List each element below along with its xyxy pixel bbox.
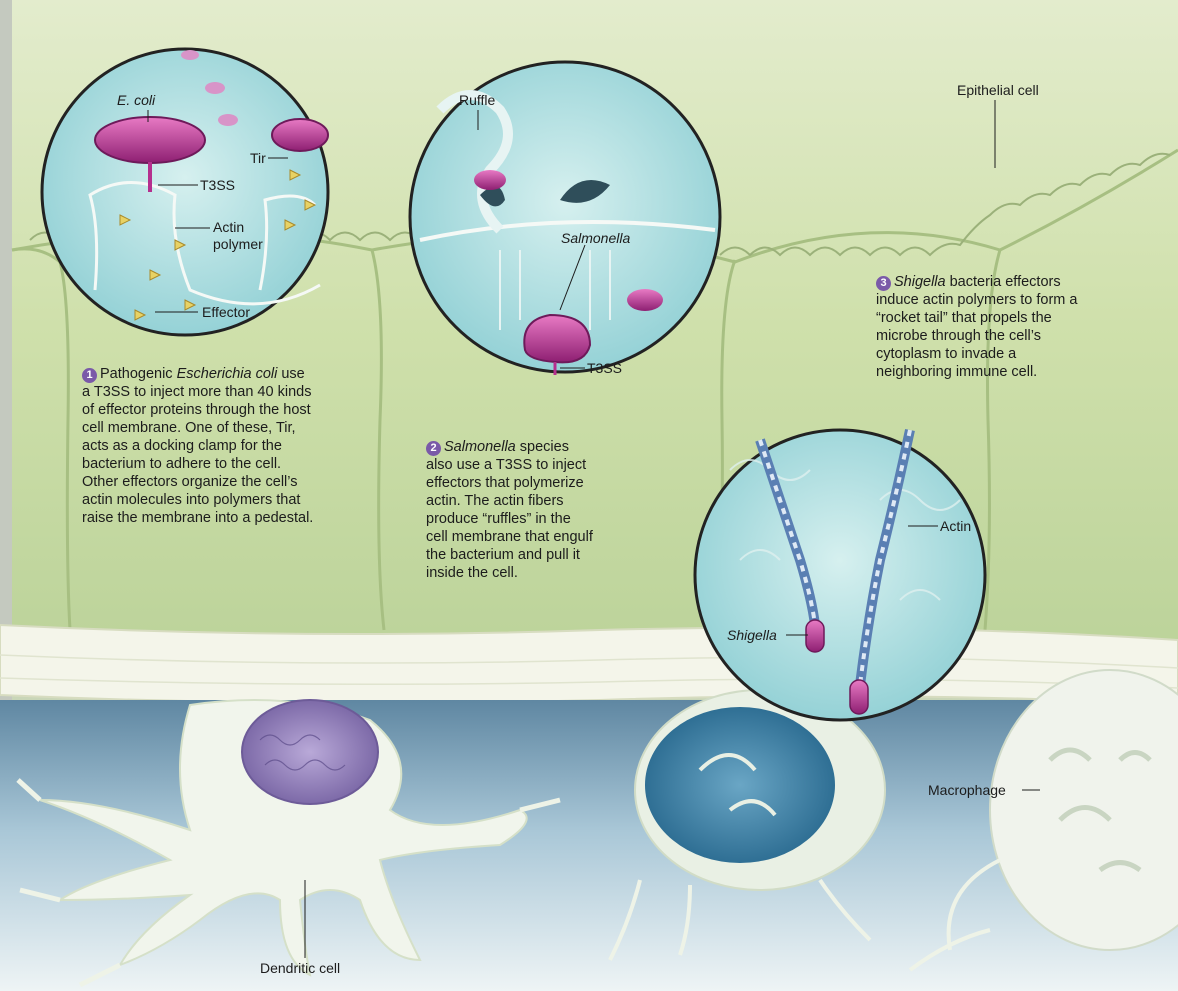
- label-actin: Actin: [940, 518, 971, 535]
- label-shigella: Shigella: [727, 627, 777, 644]
- label-macrophage: Macrophage: [928, 782, 1006, 799]
- step-1-intro: Pathogenic: [100, 366, 177, 382]
- step-2-italic-lead: Salmonella: [444, 439, 516, 455]
- label-salmonella: Salmonella: [561, 230, 630, 247]
- label-actin-polymer-2: polymer: [213, 236, 263, 253]
- label-ecoli: E. coli: [117, 92, 155, 109]
- step-2-body: species also use a T3SS to inject effect…: [426, 439, 593, 581]
- label-ruffle: Ruffle: [459, 92, 495, 109]
- label-t3ss-salmonella: T3SS: [587, 360, 622, 377]
- basement-membrane: [0, 625, 1178, 705]
- step-1-body: use a T3SS to inject more than 40 kinds …: [82, 366, 313, 526]
- label-t3ss-ecoli: T3SS: [200, 177, 235, 194]
- zoom-circle-salmonella: [410, 62, 720, 375]
- zoom-circle-shigella: [695, 430, 985, 720]
- label-dendritic-cell: Dendritic cell: [260, 960, 340, 977]
- step-2-badge: 2: [426, 441, 441, 456]
- label-epithelial-cell: Epithelial cell: [957, 82, 1039, 99]
- step-3-badge: 3: [876, 276, 891, 291]
- label-tir: Tir: [250, 150, 266, 167]
- zoom-circle-ecoli: [42, 49, 328, 335]
- step-3-italic-lead: Shigella: [894, 274, 946, 290]
- label-effector: Effector: [202, 304, 250, 321]
- dendritic-cell-nucleus: [242, 700, 378, 804]
- step-1-badge: 1: [82, 368, 97, 383]
- label-actin-polymer-1: Actin: [213, 219, 244, 236]
- step-1-italic-term: Escherichia coli: [177, 366, 278, 382]
